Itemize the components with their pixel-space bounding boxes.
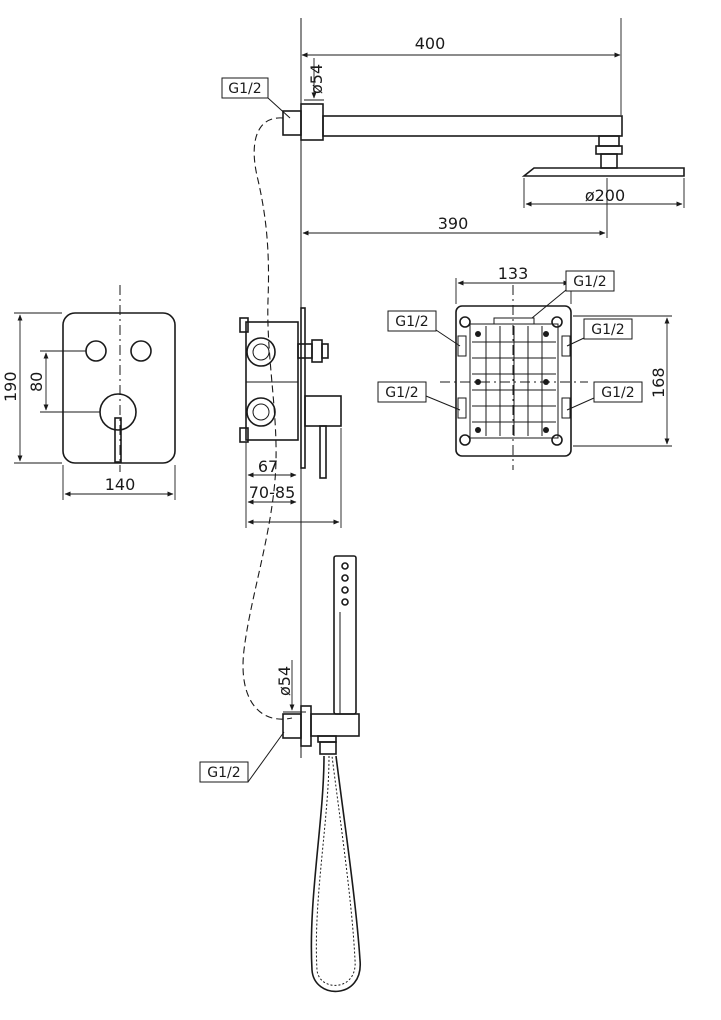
handle-body-side [304, 395, 342, 427]
thread-label-bottom: G1/2 [207, 765, 240, 781]
thread-label-top: G1/2 [228, 81, 261, 97]
diverter-button-right [130, 340, 152, 362]
box-grid [472, 326, 556, 436]
hand-shower [333, 555, 357, 715]
hand-shower-group: ø54 G1/2 [199, 555, 361, 993]
thread-label-box-left-upper: G1/2 [395, 314, 428, 330]
overhead-shower-group: 400 ø54 ø200 390 G1/2 [221, 18, 685, 238]
rain-shower-head [521, 167, 685, 177]
thread-label-box-right-upper: G1/2 [591, 322, 624, 338]
dim-box-depth: 67 [258, 457, 278, 476]
wall-flange-bottom [282, 713, 302, 739]
dim-plate-width: 140 [105, 475, 136, 494]
concealed-hose [242, 117, 293, 720]
installation-box [455, 305, 572, 457]
dim-arm-projection: 390 [438, 214, 469, 233]
thread-label-box-right-lower: G1/2 [601, 385, 634, 401]
box-side-view: 67 70-85 [239, 307, 342, 528]
hose-holder [310, 713, 360, 737]
dim-head-diameter: ø200 [585, 186, 625, 205]
cover-plate [62, 312, 176, 464]
mixer-knob [99, 393, 137, 431]
dim-box-width: 133 [498, 264, 529, 283]
front-plate-view: 190 80 140 [1, 285, 176, 500]
diverter-button-left [85, 340, 107, 362]
thread-label-box-top: G1/2 [573, 274, 606, 290]
box-front-view: 133 168 G1/2 G1/2 G1/2 G1/2 G1/2 [377, 264, 672, 470]
dim-flange-diameter-bottom: ø54 [275, 666, 294, 696]
box-body-side [245, 321, 299, 441]
shower-arm [322, 115, 623, 137]
shower-hose [310, 755, 361, 993]
dim-install-depth: 70-85 [249, 483, 296, 502]
dim-plate-height: 190 [1, 371, 20, 402]
arm-escutcheon [300, 103, 324, 141]
dim-box-height: 168 [649, 367, 668, 398]
dim-flange-diameter-top: ø54 [307, 64, 326, 94]
mixer-lever [114, 417, 122, 463]
dim-button-spacing: 80 [27, 372, 46, 392]
dim-arm-length: 400 [415, 34, 446, 53]
arm-connector [598, 135, 620, 147]
thread-label-box-left-lower: G1/2 [385, 385, 418, 401]
handle-lever-side [319, 425, 327, 479]
